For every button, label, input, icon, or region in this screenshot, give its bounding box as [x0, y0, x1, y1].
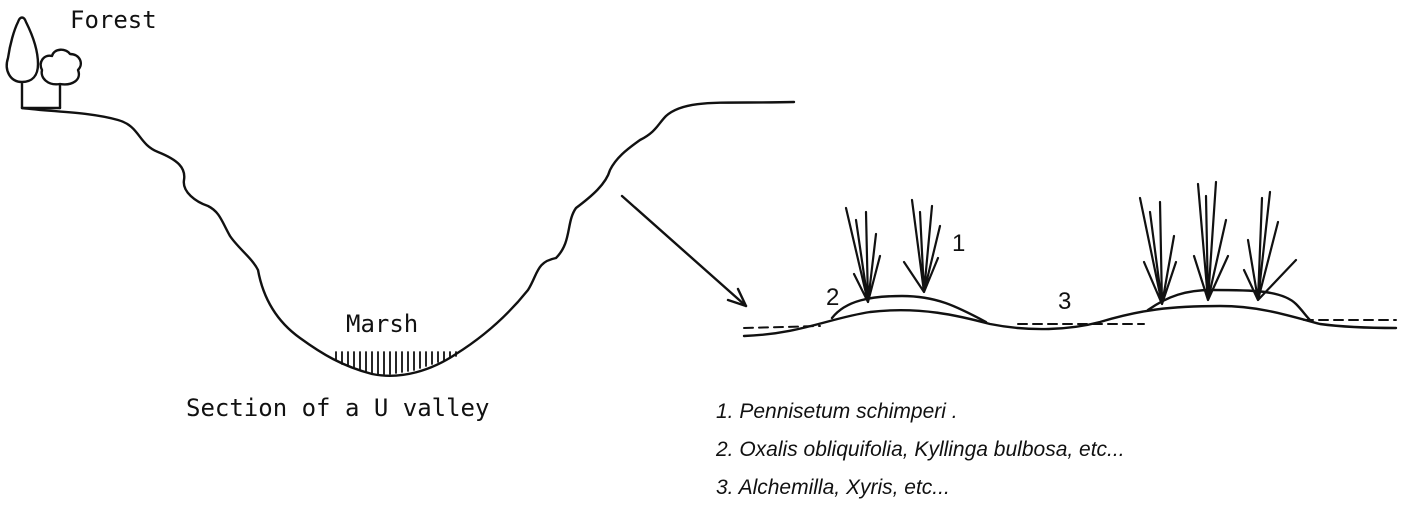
marsh-label: Marsh — [346, 310, 418, 338]
zone-label-1: 1 — [952, 230, 965, 258]
forest-label: Forest — [70, 6, 157, 34]
zone-label-2: 2 — [826, 284, 839, 312]
grass-tuft-icon — [1244, 192, 1296, 300]
grass-tufts — [846, 182, 1296, 304]
legend-item-1: 1. Pennisetum schimperi . — [716, 400, 958, 424]
legend-item-3: 3. Alchemilla, Xyris, etc... — [716, 476, 950, 500]
legend-item-2: 2. Oxalis obliquifolia, Kyllinga bulbosa… — [716, 438, 1125, 462]
grass-tuft-icon — [1140, 198, 1176, 304]
valley-caption: Section of a U valley — [186, 394, 489, 422]
grass-tuft-icon — [846, 208, 880, 302]
grass-tuft-icon — [1194, 182, 1228, 300]
grass-tuft-icon — [904, 200, 940, 292]
zone-label-3: 3 — [1058, 288, 1071, 316]
zoom-arrow — [622, 196, 746, 306]
round-tree-icon — [41, 50, 81, 108]
tall-tree-icon — [7, 18, 38, 109]
